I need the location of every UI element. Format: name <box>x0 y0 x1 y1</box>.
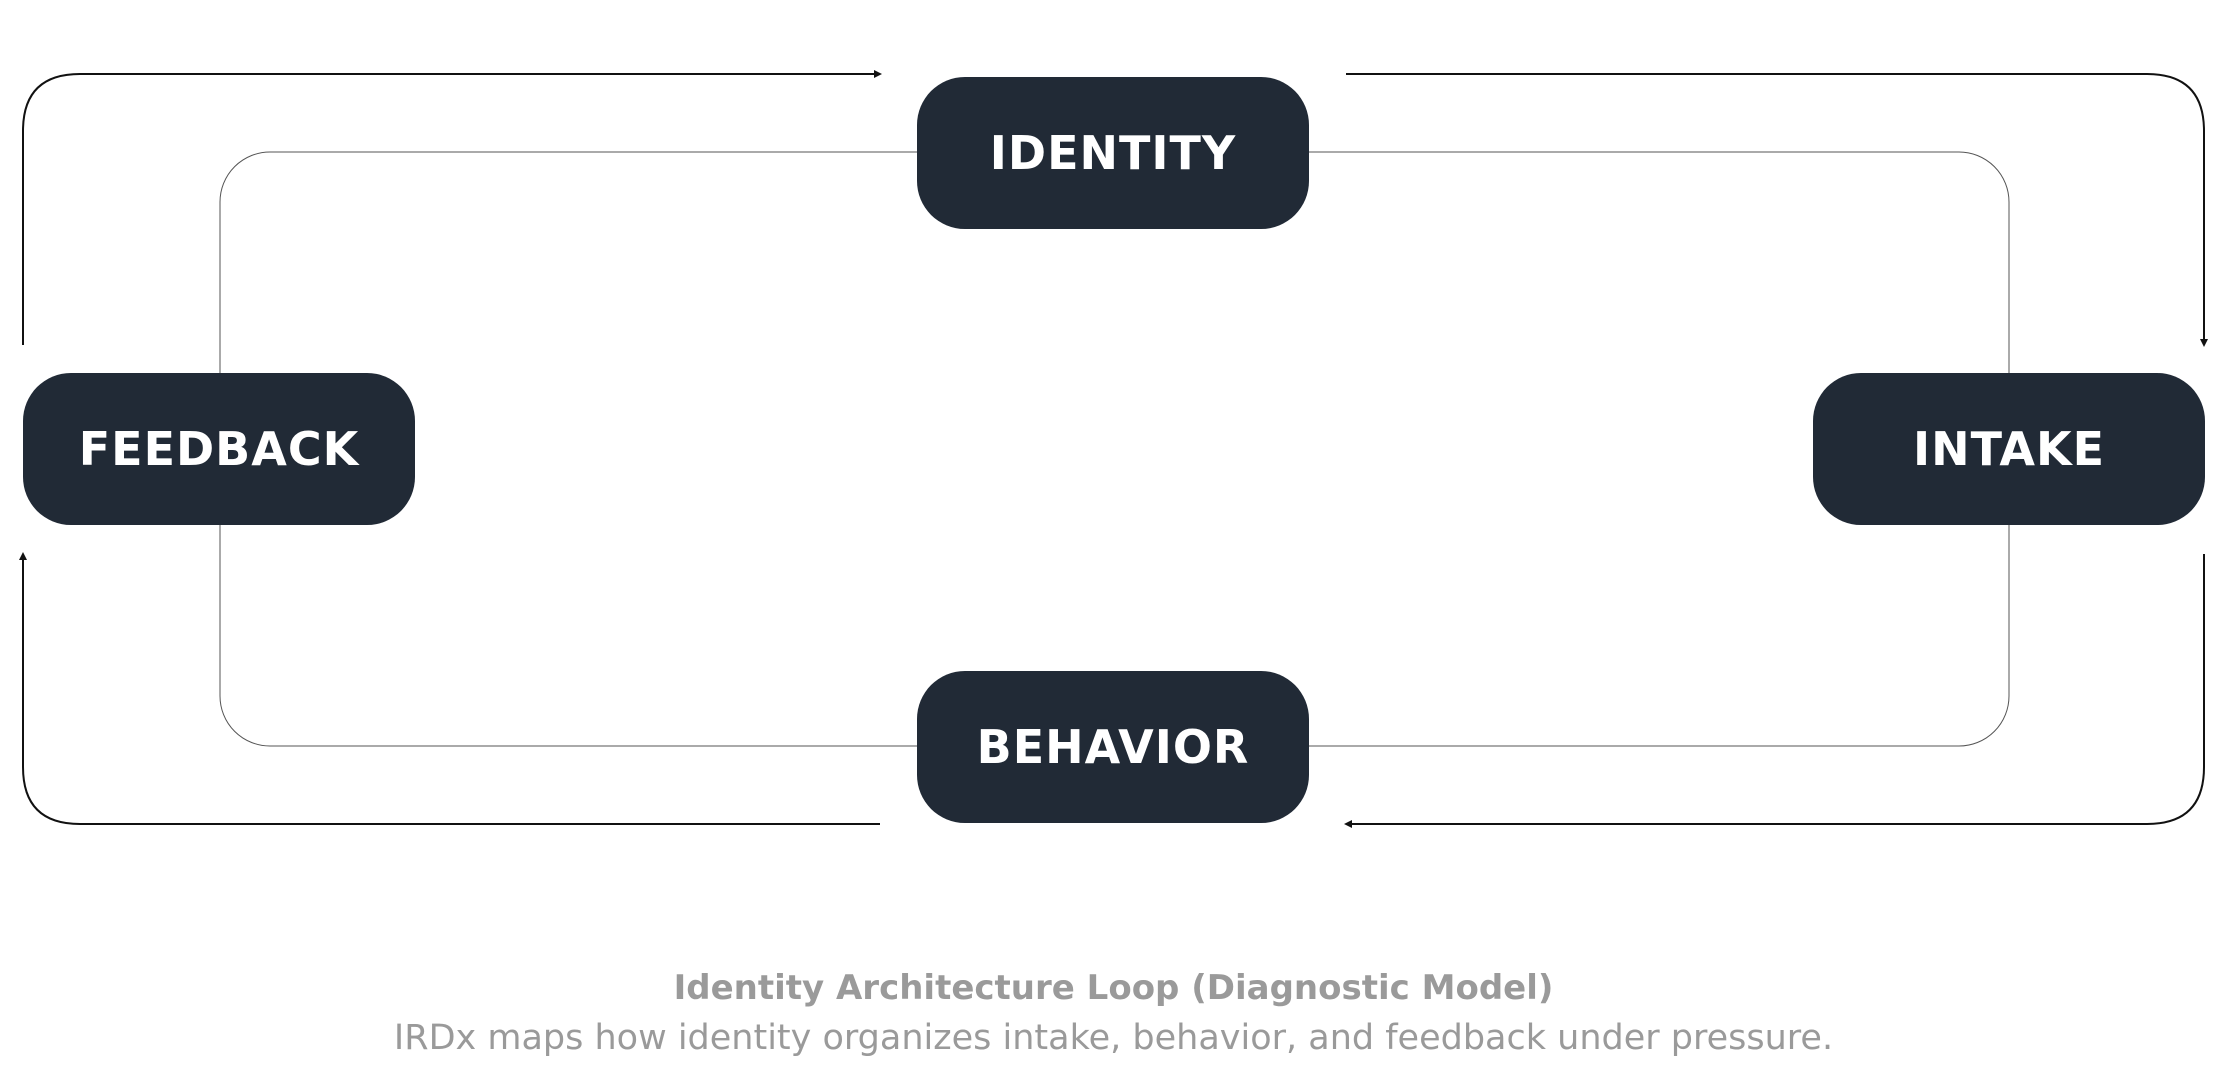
arrow-intake-to-behavior <box>1344 554 2205 828</box>
node-intake: INTAKE <box>1813 373 2205 525</box>
node-feedback: FEEDBACK <box>23 373 415 525</box>
node-behavior-label: BEHAVIOR <box>976 720 1250 774</box>
arrow-identity-to-intake <box>1346 73 2208 347</box>
node-intake-label: INTAKE <box>1912 422 2106 476</box>
caption-subtitle: IRDx maps how identity organizes intake,… <box>393 1018 1834 1058</box>
node-identity-label: IDENTITY <box>989 126 1237 180</box>
node-behavior: BEHAVIOR <box>917 671 1309 823</box>
inner-loop <box>219 151 2010 747</box>
arrow-feedback-to-identity <box>22 70 882 345</box>
node-feedback-label: FEEDBACK <box>78 422 360 476</box>
arrow-behavior-to-feedback <box>19 552 880 825</box>
caption-title: Identity Architecture Loop (Diagnostic M… <box>673 968 1554 1008</box>
node-identity: IDENTITY <box>917 77 1309 229</box>
